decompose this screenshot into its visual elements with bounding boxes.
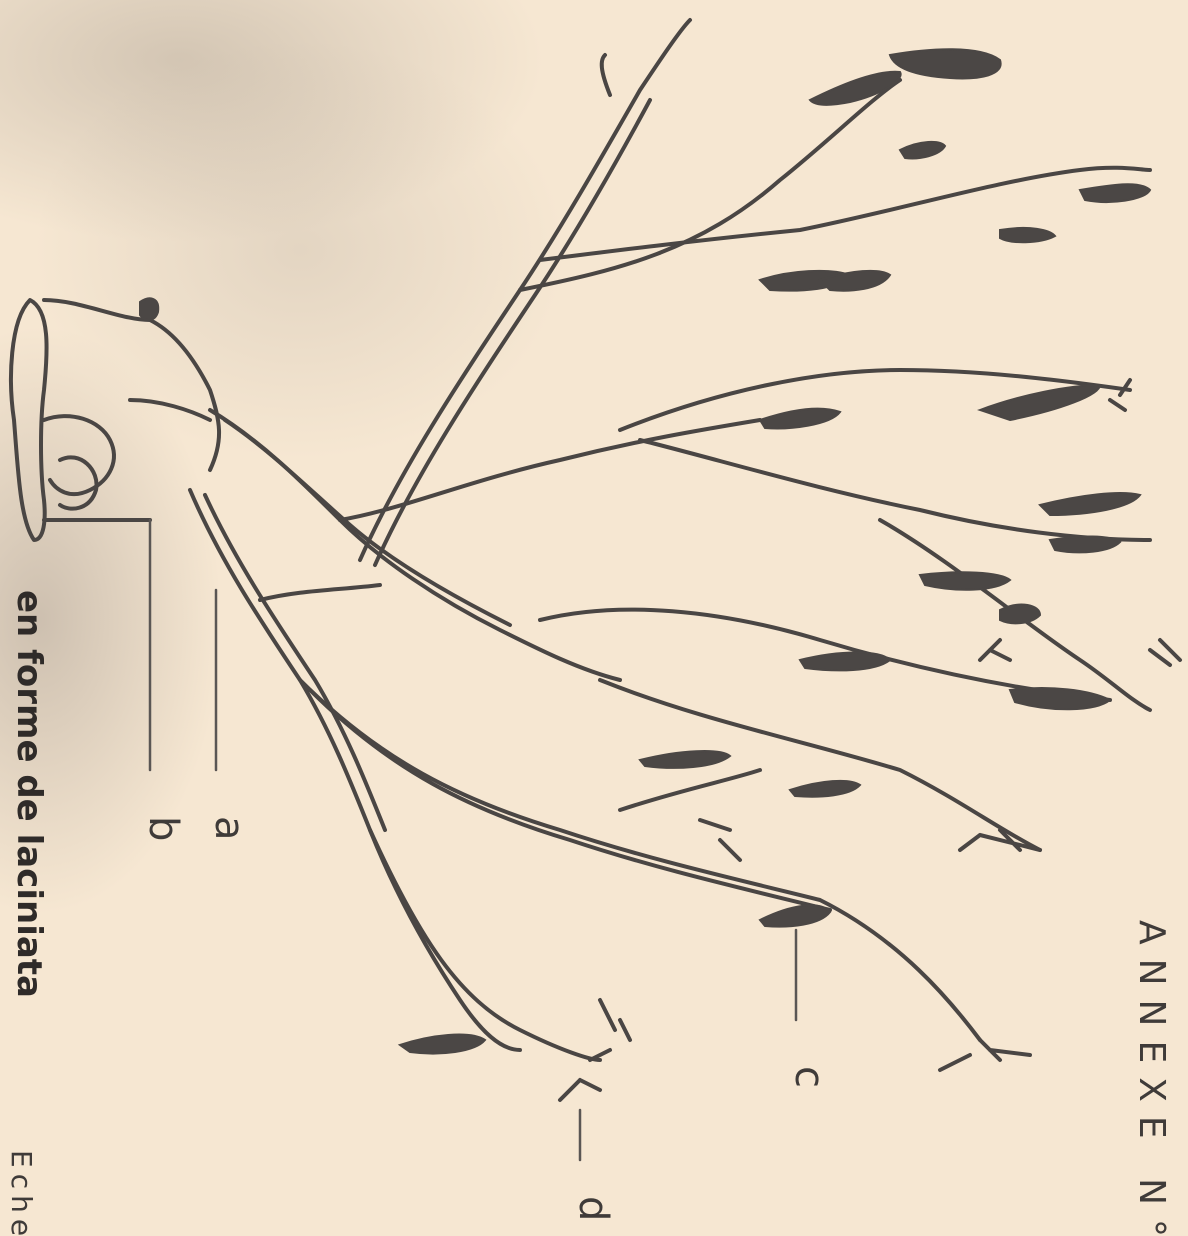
stems: [190, 20, 1150, 1060]
holdfast: [11, 298, 219, 540]
label-b: b: [140, 816, 186, 841]
label-d: d: [570, 1196, 616, 1221]
scale-caption: Eche: [5, 1150, 38, 1236]
fronds: [400, 49, 1150, 1053]
annex-title: ANNEXE N°: [1131, 920, 1172, 1236]
label-a: a: [206, 816, 252, 841]
forked-tips: [560, 380, 1180, 1100]
label-c: c: [786, 1066, 832, 1088]
species-caption: en forme de laciniata: [9, 590, 49, 998]
